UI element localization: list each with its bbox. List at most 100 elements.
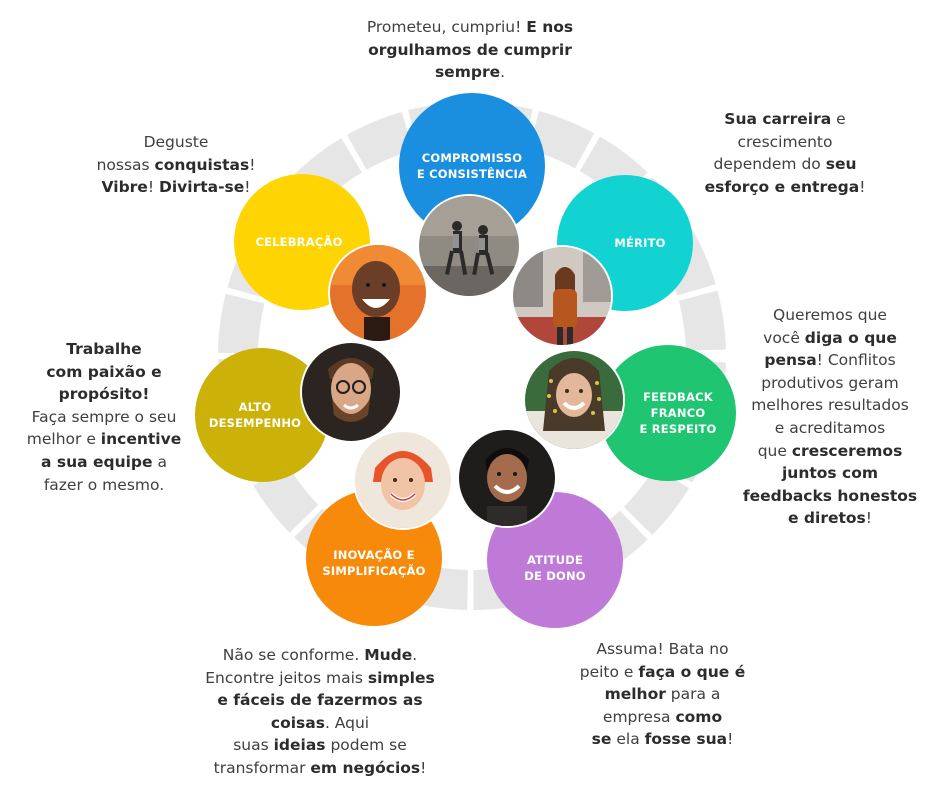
caption-text: ! bbox=[249, 155, 256, 174]
caption-text: empresa bbox=[602, 707, 676, 726]
caption-text: que bbox=[757, 441, 792, 460]
caption-line: melhor e incentive bbox=[14, 428, 194, 451]
caption-text: fazer o mesmo. bbox=[43, 475, 165, 494]
caption-bold-text: Vibre bbox=[101, 178, 148, 197]
caption-line: peito e faça o que é bbox=[555, 661, 770, 684]
caption-bold-text: e diretos bbox=[788, 509, 866, 528]
value-circle-atitude[interactable]: ATITUDE DE DONO bbox=[487, 492, 623, 628]
caption-bold-text: faça o que é bbox=[638, 662, 746, 681]
caption-line: empresa como bbox=[555, 706, 770, 729]
caption-bold-text: a sua equipe bbox=[41, 452, 153, 471]
caption-bold-text: com paixão e bbox=[46, 362, 162, 381]
caption-text: melhores resultados bbox=[751, 396, 909, 415]
caption-line: propósito! bbox=[14, 383, 194, 406]
caption-line: se ela fosse sua! bbox=[555, 728, 770, 751]
caption-text: . Aqui bbox=[324, 713, 370, 732]
value-label-compromisso: COMPROMISSO E CONSISTÊNCIA bbox=[416, 151, 528, 181]
caption-text: . bbox=[412, 646, 418, 664]
caption-text: peito e bbox=[579, 662, 639, 681]
value-label-alto: ALTO DESEMPENHO bbox=[208, 400, 302, 430]
value-label-feedback: FEEDBACK FRANCO E RESPEITO bbox=[639, 390, 717, 436]
caption-text: . bbox=[500, 63, 506, 82]
caption-text: produtivos geram bbox=[761, 373, 899, 392]
value-label-celebracao: CELEBRAÇÃO bbox=[255, 235, 343, 249]
caption-text: ela bbox=[611, 730, 645, 749]
caption-line: melhor para a bbox=[555, 683, 770, 706]
caption-bold-text: sempre bbox=[434, 63, 501, 82]
caption-text: nossas bbox=[96, 155, 155, 174]
caption-bold-text: fosse sua bbox=[644, 730, 728, 749]
caption-line: dependem do seu bbox=[670, 153, 900, 176]
caption-inovacao: Não se conforme. Mude.Encontre jeitos ma… bbox=[190, 644, 450, 780]
caption-text: transformar bbox=[213, 758, 311, 777]
caption-text: ! bbox=[727, 730, 734, 749]
photo-woman-braids bbox=[525, 351, 623, 449]
caption-bold-text: E nos bbox=[526, 18, 574, 36]
caption-line: Queremos que bbox=[730, 304, 930, 327]
caption-text: ! bbox=[147, 178, 159, 197]
caption-bold-text: pensa bbox=[764, 351, 817, 370]
caption-line: e diretos! bbox=[730, 507, 930, 530]
caption-line: melhores resultados bbox=[730, 394, 930, 417]
caption-line: Trabalhe bbox=[14, 338, 194, 361]
caption-text: dependem do bbox=[713, 155, 826, 174]
caption-bold-text: Mude bbox=[364, 646, 413, 664]
caption-text: e bbox=[831, 110, 846, 128]
caption-bold-text: Divirta-se bbox=[158, 178, 245, 197]
caption-line: orgulhamos de cumprir bbox=[340, 39, 600, 62]
caption-bold-text: propósito! bbox=[58, 385, 150, 404]
value-label-merito: MÉRITO bbox=[614, 236, 666, 250]
caption-line: pensa! Conflitos bbox=[730, 349, 930, 372]
caption-bold-text: ideias bbox=[273, 736, 326, 755]
caption-line: e acreditamos bbox=[730, 417, 930, 440]
caption-text: Queremos que bbox=[773, 306, 887, 324]
caption-line: juntos com bbox=[730, 462, 930, 485]
caption-line: Sua carreira e bbox=[670, 108, 900, 131]
caption-text: para a bbox=[665, 685, 721, 704]
photo-woman-laughing bbox=[330, 245, 426, 341]
caption-bold-text: coisas bbox=[270, 713, 325, 732]
caption-text: ! bbox=[420, 758, 427, 777]
caption-bold-text: como bbox=[675, 707, 723, 726]
caption-line: você diga o que bbox=[730, 327, 930, 350]
caption-line: feedbacks honestos bbox=[730, 485, 930, 508]
caption-line: Não se conforme. Mude. bbox=[190, 644, 450, 667]
caption-line: Faça sempre o seu bbox=[14, 406, 194, 429]
value-circle-feedback[interactable]: FEEDBACK FRANCO E RESPEITO bbox=[600, 345, 736, 481]
photo-man-smiling bbox=[459, 430, 555, 526]
value-label-atitude: ATITUDE DE DONO bbox=[524, 553, 586, 583]
caption-text: e acreditamos bbox=[774, 418, 886, 437]
caption-line: coisas. Aqui bbox=[190, 712, 450, 735]
caption-bold-text: esforço e entrega bbox=[704, 177, 860, 196]
caption-line: nossas conquistas! bbox=[76, 154, 276, 177]
caption-bold-text: diga o que bbox=[804, 328, 897, 347]
caption-bold-text: melhor bbox=[604, 685, 666, 704]
caption-text: ! Conflitos bbox=[816, 351, 896, 370]
caption-line: crescimento bbox=[670, 131, 900, 154]
caption-bold-text: em negócios bbox=[310, 758, 421, 777]
caption-text: Prometeu, cumpriu! bbox=[366, 18, 527, 36]
caption-line: fazer o mesmo. bbox=[14, 474, 194, 497]
caption-text: Faça sempre o seu bbox=[31, 407, 177, 426]
caption-text: ! bbox=[865, 509, 872, 528]
caption-bold-text: Sua carreira bbox=[724, 110, 832, 128]
caption-bold-text: se bbox=[591, 730, 612, 749]
photo-man-glasses bbox=[302, 343, 400, 441]
caption-line: a sua equipe a bbox=[14, 451, 194, 474]
caption-line: Prometeu, cumpriu! E nos bbox=[340, 16, 600, 39]
caption-bold-text: conquistas bbox=[154, 155, 250, 174]
caption-line: e fáceis de fazermos as bbox=[190, 689, 450, 712]
caption-line: produtivos geram bbox=[730, 372, 930, 395]
caption-text: Não se conforme. bbox=[222, 646, 365, 664]
caption-line: que cresceremos bbox=[730, 440, 930, 463]
caption-line: esforço e entrega! bbox=[670, 176, 900, 199]
caption-text: Deguste bbox=[143, 133, 209, 151]
caption-line: com paixão e bbox=[14, 361, 194, 384]
photo-woman-redhair bbox=[355, 432, 451, 528]
caption-bold-text: juntos com bbox=[781, 464, 879, 483]
